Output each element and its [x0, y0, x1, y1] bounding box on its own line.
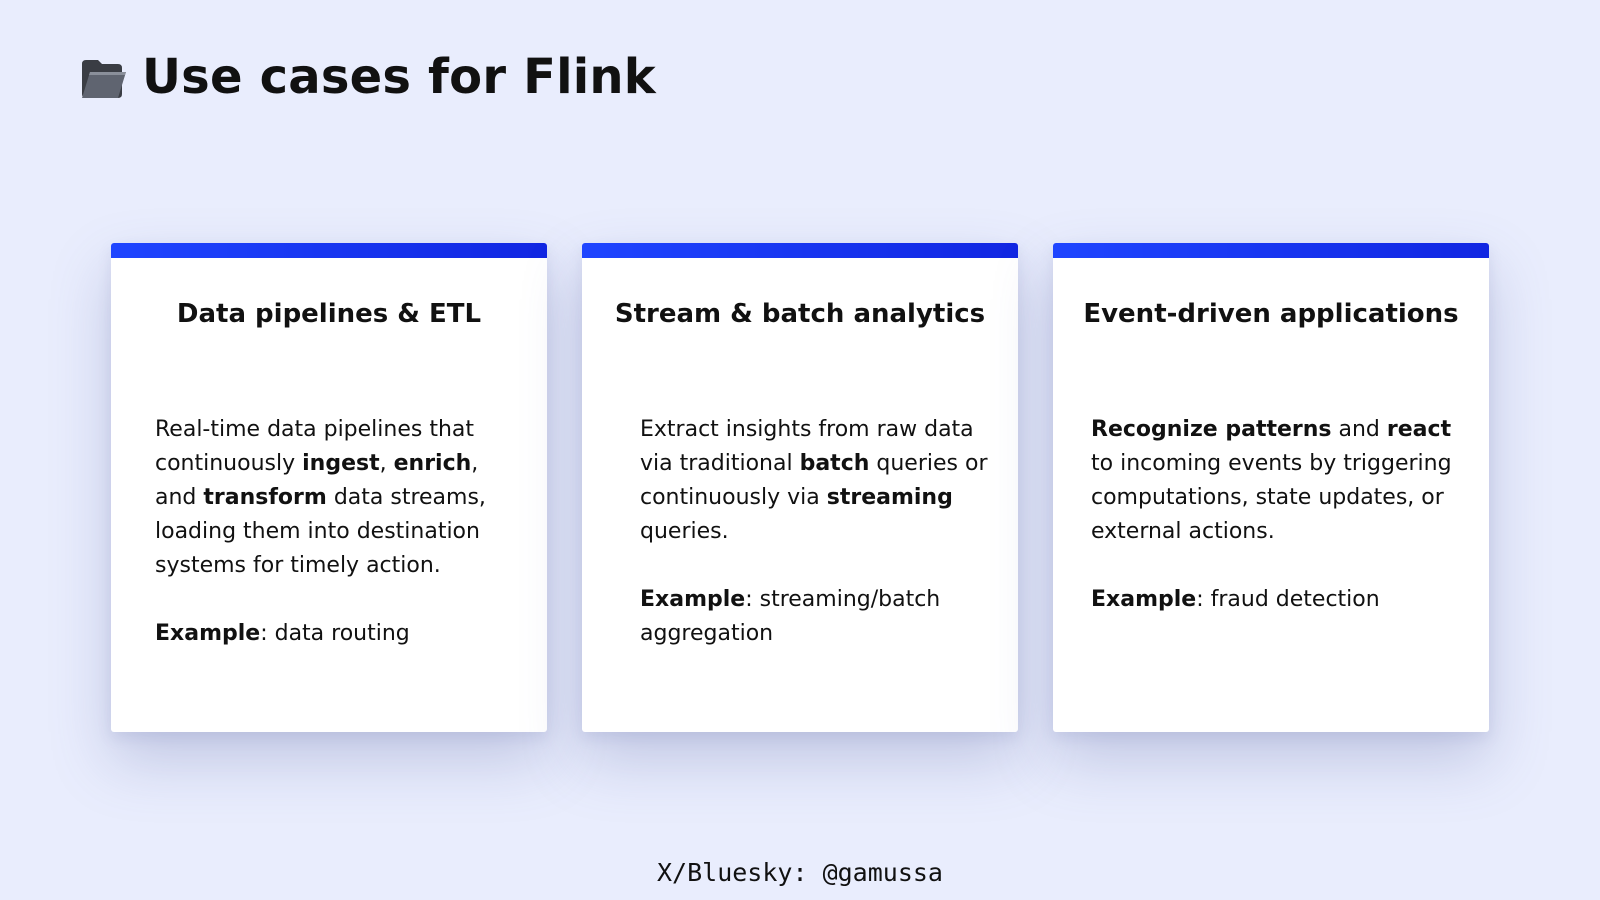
- body-text: ,: [379, 451, 394, 476]
- footer-handle: X/Bluesky: @gamussa: [657, 858, 943, 887]
- card-title: Event-driven applications: [1083, 299, 1459, 329]
- card-example: Example: streaming/batch aggregation: [640, 583, 988, 651]
- example-text: : data routing: [260, 621, 410, 646]
- body-bold: streaming: [826, 485, 953, 510]
- body-bold: react: [1386, 417, 1452, 442]
- example-label: Example: [1091, 587, 1197, 612]
- body-text: and: [1331, 417, 1387, 442]
- card-title: Stream & batch analytics: [614, 299, 986, 329]
- card-accent-bar: [111, 243, 547, 258]
- card-example: Example: fraud detection: [1091, 583, 1463, 617]
- folder-icon: [82, 60, 126, 98]
- card-title: Data pipelines & ETL: [176, 299, 482, 329]
- card-description: Real-time data pipelines that continuous…: [155, 413, 517, 583]
- body-bold: Recognize patterns: [1091, 417, 1332, 442]
- card-data-pipelines: Data pipelines & ETL Real-time data pipe…: [111, 243, 547, 732]
- slide-header: Use cases for Flink: [80, 46, 656, 108]
- card-description: Extract insights from raw data via tradi…: [640, 413, 988, 549]
- body-bold: enrich: [393, 451, 472, 476]
- card-accent-bar: [1053, 243, 1489, 258]
- example-label: Example: [640, 587, 746, 612]
- body-text: , and: [155, 451, 479, 510]
- card-stream-batch-analytics: Stream & batch analytics Extract insight…: [582, 243, 1018, 732]
- card-event-driven-applications: Event-driven applications Recognize patt…: [1053, 243, 1489, 732]
- card-example: Example: data routing: [155, 617, 517, 651]
- body-bold: transform: [203, 485, 327, 510]
- body-text: queries.: [640, 519, 729, 544]
- page-title: Use cases for Flink: [142, 49, 656, 105]
- card-body: Real-time data pipelines that continuous…: [155, 413, 517, 651]
- example-text: : fraud detection: [1196, 587, 1380, 612]
- example-text: : streaming/batch aggregation: [640, 587, 941, 646]
- body-text: data streams, loading them into destinat…: [155, 485, 486, 578]
- body-text: Extract insights from raw data via tradi…: [640, 417, 974, 476]
- body-bold: ingest: [302, 451, 380, 476]
- body-text: queries or continuously via: [640, 451, 988, 510]
- example-label: Example: [155, 621, 261, 646]
- card-body: Recognize patterns and react to incoming…: [1091, 413, 1463, 617]
- body-text: to incoming events by triggering computa…: [1091, 451, 1452, 544]
- body-bold: batch: [799, 451, 870, 476]
- body-text: Real-time data pipelines that continuous…: [155, 417, 475, 476]
- card-body: Extract insights from raw data via tradi…: [640, 413, 988, 651]
- card-accent-bar: [582, 243, 1018, 258]
- card-description: Recognize patterns and react to incoming…: [1091, 413, 1463, 549]
